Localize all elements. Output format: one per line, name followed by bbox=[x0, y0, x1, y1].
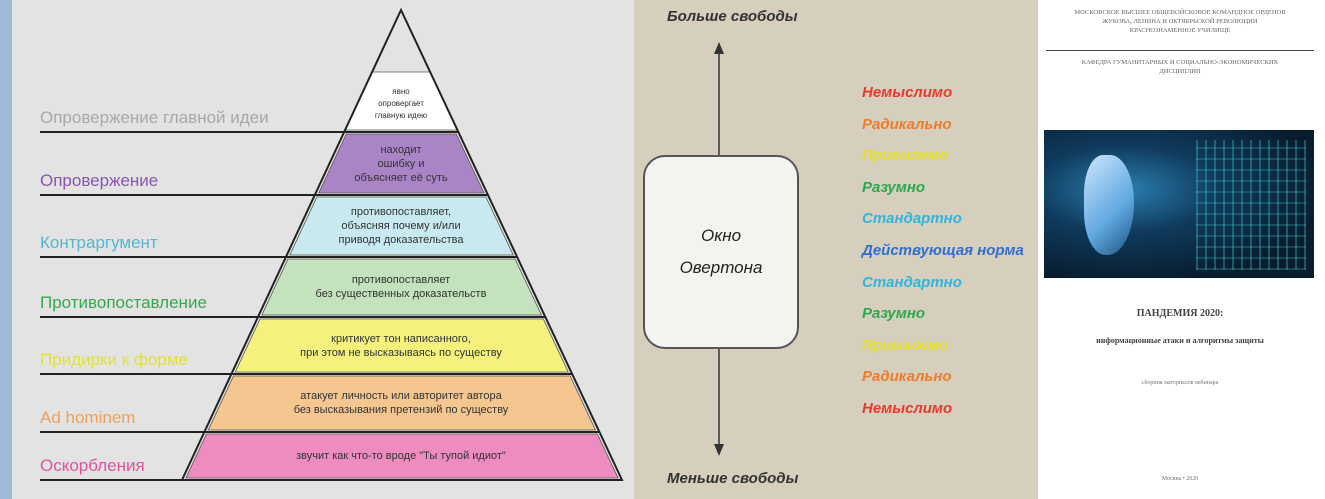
pyramid-graphic bbox=[40, 7, 624, 481]
doc-header-line2: ЖУКОВА, ЛЕНИНА И ОКТЯБРЬСКОЙ РЕВОЛЮЦИИ bbox=[1102, 18, 1258, 25]
overton-level: Приемлемо bbox=[862, 147, 949, 165]
tier-description: атакует личность или авторитет автора бе… bbox=[293, 390, 509, 416]
doc-divider bbox=[1046, 50, 1314, 51]
document-cover-panel: МОСКОВСКОЕ ВЫСШЕЕ ОБЩЕВОЙСКОВОЕ КОМАНДНО… bbox=[1038, 0, 1325, 499]
pyramid-outline bbox=[180, 7, 624, 481]
pyramid-tier bbox=[261, 258, 543, 316]
doc-department: КАФЕДРА ГУМАНИТАРНЫХ И СОЦИАЛЬНО-ЭКОНОМИ… bbox=[1046, 58, 1314, 76]
tier-description: противопоставляет, объясняя почему и/или… bbox=[338, 206, 464, 246]
tier-label: Придирки к форме bbox=[40, 350, 188, 369]
overton-box-line1: Окно bbox=[700, 226, 742, 245]
tier-label: Контраргумент bbox=[40, 233, 158, 252]
doc-note: сборник материалов вебинара bbox=[1141, 380, 1219, 386]
frame-border bbox=[0, 0, 12, 499]
pyramid-tier bbox=[185, 433, 619, 479]
tier-description: находит ошибку и объясняет её суть bbox=[354, 143, 448, 184]
less-freedom-label: Меньше свободы bbox=[667, 470, 799, 487]
more-freedom-label: Больше свободы bbox=[667, 8, 798, 25]
circuit-pattern bbox=[1196, 140, 1306, 270]
overton-level: Радикально bbox=[862, 368, 952, 386]
doc-dept-line1: КАФЕДРА ГУМАНИТАРНЫХ И СОЦИАЛЬНО-ЭКОНОМИ… bbox=[1081, 59, 1279, 66]
tier-label: Опровержение главной идеи bbox=[40, 108, 269, 127]
tier-description: критикует тон написанного, при этом не в… bbox=[300, 332, 502, 359]
overton-level: Действующая норма bbox=[862, 242, 1024, 259]
pyramid-tier bbox=[207, 375, 597, 431]
doc-header-line1: МОСКОВСКОЕ ВЫСШЕЕ ОБЩЕВОЙСКОВОЕ КОМАНДНО… bbox=[1074, 9, 1286, 16]
overton-window-box: Окно Овертона bbox=[643, 155, 799, 349]
doc-header-line3: КРАСНОЗНАМЕННОЕ УЧИЛИЩЕ bbox=[1129, 27, 1231, 34]
overton-level: Стандартно bbox=[862, 210, 962, 228]
overton-level: Немыслимо bbox=[862, 84, 953, 101]
pyramid-tier bbox=[318, 133, 485, 194]
tier-label: Противопоставление bbox=[40, 293, 207, 312]
tier-description: противопоставляет без существенных доказ… bbox=[315, 274, 487, 300]
overton-level: Радикально bbox=[862, 115, 952, 133]
doc-subtitle: информационные атаки и алгоритмы защиты bbox=[1096, 336, 1264, 345]
doc-footer: Москва • 2020 bbox=[1161, 476, 1199, 482]
tier-label: Ad hominem bbox=[40, 408, 136, 427]
tier-description: явно опровергает главную идею bbox=[374, 87, 428, 120]
overton-level: Немыслимо bbox=[862, 400, 953, 417]
doc-title: ПАНДЕМИЯ 2020: bbox=[1136, 308, 1224, 319]
mask-figure bbox=[1084, 155, 1134, 255]
tier-description: звучит как что-то вроде "Ты тупой идиот" bbox=[296, 450, 506, 462]
overton-level: Стандартно bbox=[862, 273, 962, 291]
tier-label: Опровержение bbox=[40, 171, 159, 190]
overton-level: Разумно bbox=[862, 305, 926, 323]
overton-level: Разумно bbox=[862, 178, 926, 196]
doc-header: МОСКОВСКОЕ ВЫСШЕЕ ОБЩЕВОЙСКОВОЕ КОМАНДНО… bbox=[1046, 8, 1314, 35]
tier-label: Оскорбления bbox=[40, 456, 145, 475]
overton-box-line2: Овертона bbox=[679, 258, 763, 277]
overton-window-panel: Больше свободы Окно Овертона Меньше своб… bbox=[634, 0, 1038, 499]
overton-arrows bbox=[714, 42, 724, 456]
overton-level: Приемлемо bbox=[862, 336, 949, 354]
pyramid-tier bbox=[289, 196, 514, 256]
pyramid-tier bbox=[234, 318, 569, 373]
doc-dept-line2: ДИСЦИПЛИН bbox=[1159, 68, 1201, 75]
doc-cover-image bbox=[1044, 130, 1314, 278]
